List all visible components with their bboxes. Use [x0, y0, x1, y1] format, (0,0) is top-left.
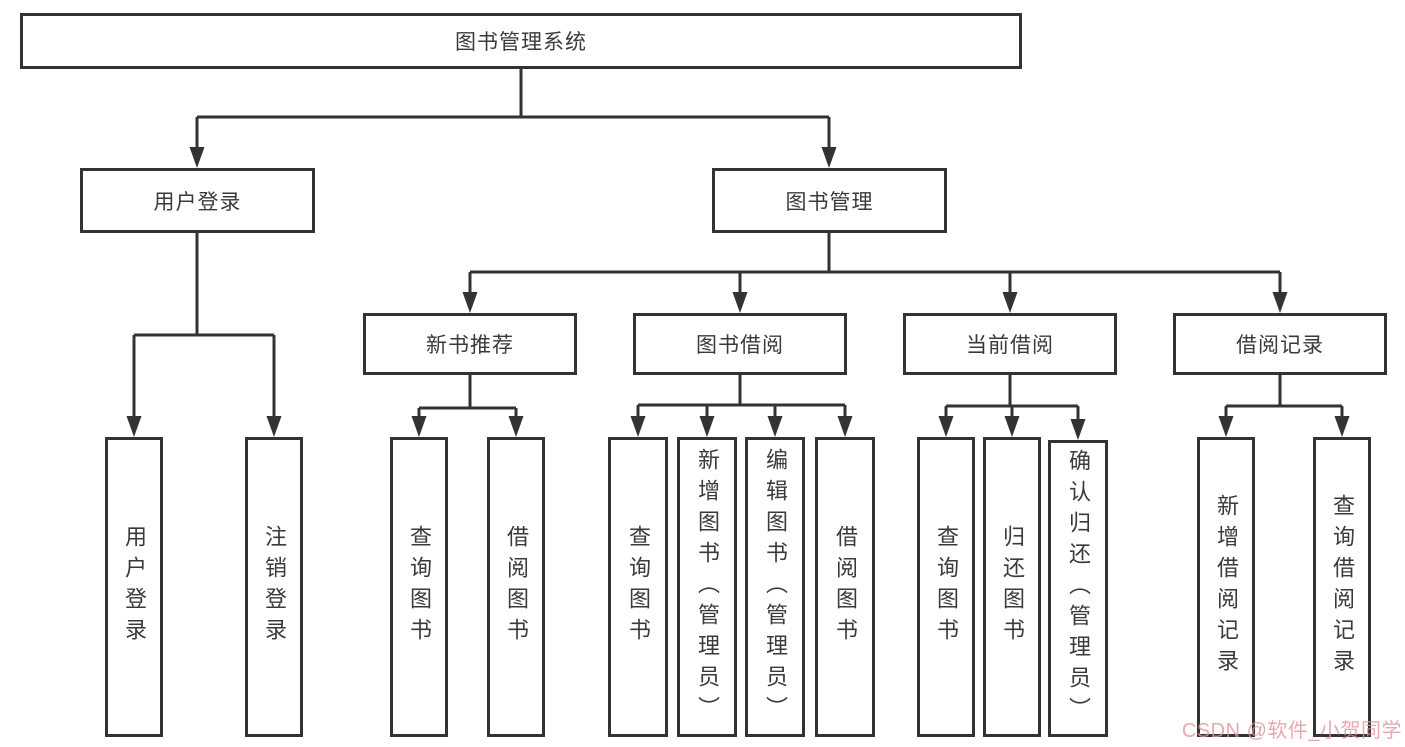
leaf-label: 注销登录	[262, 525, 287, 649]
node-library-system-root: 图书管理系统	[20, 13, 1022, 69]
leaf-query-books: 查询图书	[390, 437, 448, 737]
leaf-user-login: 用户登录	[105, 437, 163, 737]
node-book-management: 图书管理	[712, 168, 947, 233]
leaf-logout: 注销登录	[245, 437, 303, 737]
leaf-label: 借阅图书	[833, 525, 858, 649]
node-book-borrow: 图书借阅	[633, 313, 847, 375]
leaf-edit-books-admin: 编辑图书（管理员）	[745, 437, 805, 737]
leaf-return-books: 归还图书	[983, 437, 1041, 737]
leaf-label: 借阅图书	[504, 525, 529, 649]
leaf-label: 归还图书	[1000, 525, 1025, 649]
leaf-add-books-admin: 新增图书（管理员）	[677, 437, 737, 737]
arrowheads	[126, 147, 1350, 440]
leaf-query-borrow-record: 查询借阅记录	[1313, 437, 1371, 737]
leaf-label: 确认归还（管理员）	[1066, 449, 1091, 728]
node-user-login: 用户登录	[80, 168, 315, 233]
node-new-book-recommend: 新书推荐	[363, 313, 577, 375]
node-current-borrow: 当前借阅	[903, 313, 1117, 375]
leaf-label: 查询图书	[934, 525, 959, 649]
leaf-query-books: 查询图书	[608, 437, 668, 737]
leaf-borrow-books: 借阅图书	[487, 437, 545, 737]
csdn-watermark: CSDN @软件_小贺同学	[1181, 720, 1402, 742]
leaf-label: 查询借阅记录	[1330, 494, 1355, 680]
leaf-add-borrow-record: 新增借阅记录	[1197, 437, 1255, 737]
leaf-label: 用户登录	[122, 525, 147, 649]
node-borrow-records: 借阅记录	[1173, 313, 1387, 375]
leaf-label: 查询图书	[407, 525, 432, 649]
leaf-confirm-return-admin: 确认归还（管理员）	[1048, 440, 1108, 737]
leaf-query-books: 查询图书	[917, 437, 975, 737]
leaf-label: 查询图书	[626, 525, 651, 649]
leaf-label: 新增借阅记录	[1214, 494, 1239, 680]
leaf-label: 新增图书（管理员）	[695, 447, 720, 727]
leaf-borrow-books: 借阅图书	[815, 437, 875, 737]
leaf-label: 编辑图书（管理员）	[763, 447, 788, 727]
